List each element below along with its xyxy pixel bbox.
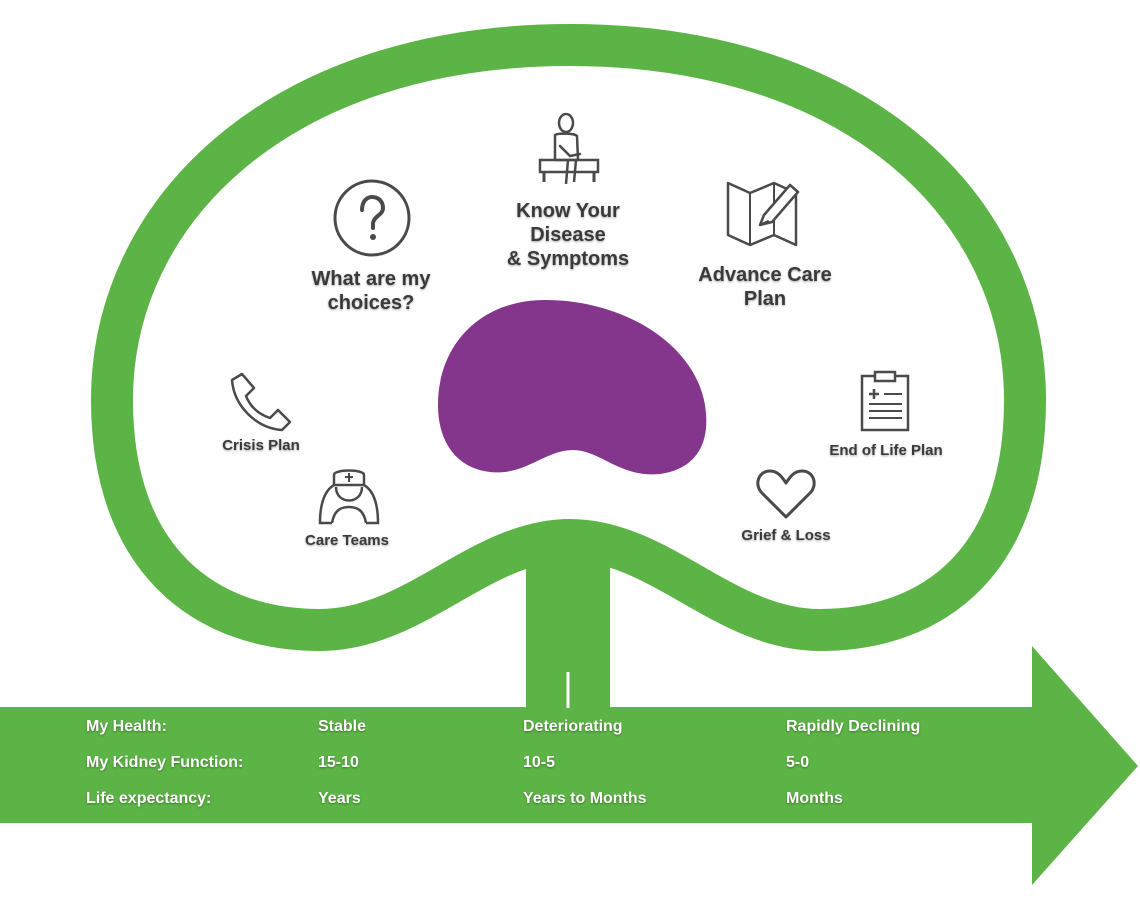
nurse-icon: [316, 465, 382, 527]
row-header: Life expectancy:: [86, 790, 212, 807]
row-header: My Kidney Function:: [86, 754, 244, 771]
stage-value-2: 10-5: [523, 754, 556, 771]
topic-label-grief: Grief & Loss: [741, 527, 831, 544]
topic-label-end-of-life: End of Life Plan: [829, 442, 943, 459]
row-header: My Health:: [86, 718, 167, 735]
patient-seated-icon: [536, 110, 602, 190]
topic-label-care-teams: Care Teams: [305, 532, 389, 549]
timeline-row-kidney-function: My Kidney Function: 15-10 10-5 5-0: [0, 754, 1040, 780]
stage-value-2: Deteriorating: [523, 718, 623, 735]
topic-label-advance-care: Advance Care Plan: [698, 264, 832, 310]
map-pencil-icon: [724, 177, 804, 251]
phone-icon: [226, 372, 292, 432]
stage-value-2: Years to Months: [523, 790, 647, 807]
kidney-center-blob: [438, 300, 707, 475]
timeline-arrow: [0, 646, 1138, 885]
question-circle-icon: [330, 176, 414, 260]
clipboard-icon: [858, 370, 912, 432]
topic-label-choices: What are my choices?: [311, 268, 431, 314]
timeline-row-health: My Health: Stable Deteriorating Rapidly …: [0, 718, 1040, 744]
stage-value-3: Months: [786, 790, 843, 807]
heart-icon: [754, 467, 818, 521]
topic-label-crisis: Crisis Plan: [222, 437, 300, 454]
stage-value-1: 15-10: [318, 754, 359, 771]
stage-value-1: Stable: [318, 718, 367, 735]
topic-label-disease: Know Your Disease & Symptoms: [506, 200, 630, 270]
stage-value-3: Rapidly Declining: [786, 718, 921, 735]
stage-value-3: 5-0: [786, 754, 810, 771]
timeline-row-life-expectancy: Life expectancy: Years Years to Months M…: [0, 790, 1040, 816]
stage-value-1: Years: [318, 790, 361, 807]
